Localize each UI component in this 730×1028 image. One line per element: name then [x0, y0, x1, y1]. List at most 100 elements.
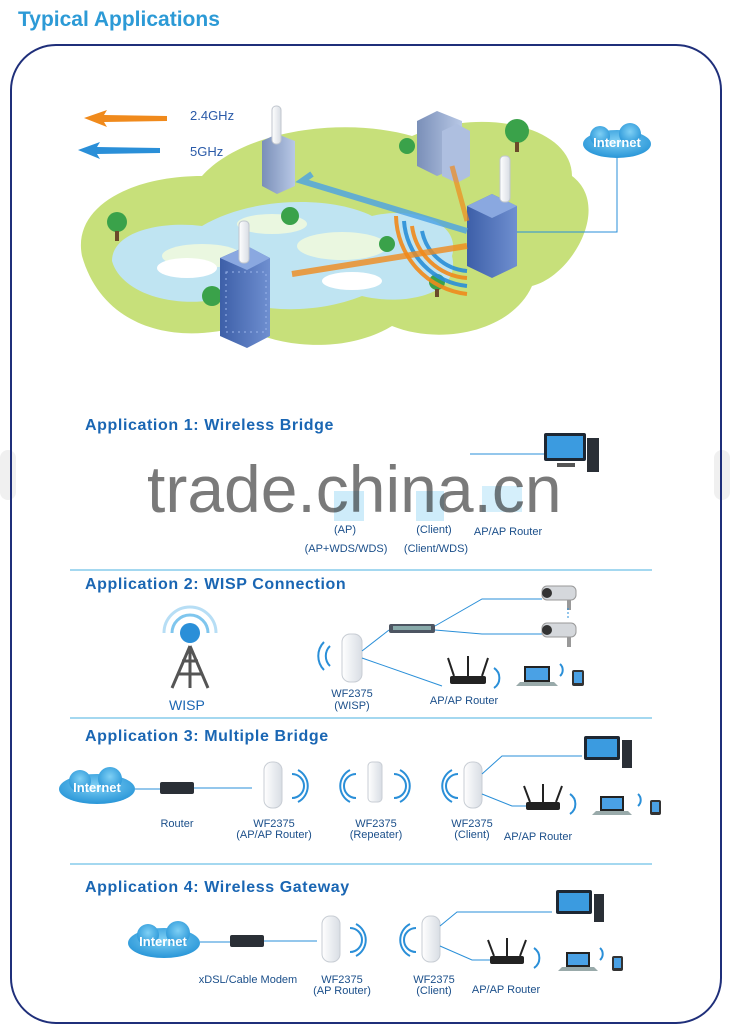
internet-link — [517, 158, 618, 233]
wifi-icon — [569, 793, 577, 815]
app1-client-wds-label: (Client/WDS) — [403, 543, 469, 555]
field — [297, 232, 387, 260]
cpe-device-icon — [238, 220, 250, 264]
wifi-icon — [445, 773, 459, 799]
wifi-icon — [403, 927, 417, 953]
app4-modem-label: xDSL/Cable Modem — [198, 974, 298, 986]
internet-label-top: Internet — [593, 135, 641, 150]
wifi-icon — [533, 947, 541, 969]
wf2375-device-icon — [463, 761, 483, 809]
building-right — [467, 155, 517, 278]
tree-icon — [107, 212, 127, 241]
modem-icon — [230, 935, 264, 947]
app2-device-mode: (WISP) — [334, 700, 370, 712]
building-cluster — [417, 111, 470, 183]
app4-dev2-mode: (Client) — [416, 985, 452, 997]
device-ghost — [334, 491, 364, 521]
building-left — [220, 220, 270, 348]
app1-router-label: AP/AP Router — [473, 526, 543, 538]
cpe-device-icon — [499, 155, 511, 203]
wf2375-device-icon — [341, 633, 363, 683]
tablet-icon — [612, 956, 623, 971]
tree-icon — [281, 207, 299, 225]
app3-dev1-mode: (AP/AP Router) — [236, 829, 312, 841]
network-switch-icon — [389, 624, 435, 633]
app2-diagram — [162, 585, 584, 689]
app3-router-label: Router — [160, 818, 194, 830]
wf2375-device-icon — [367, 761, 383, 803]
signal-waves — [394, 215, 468, 296]
page-title: Typical Applications — [18, 8, 220, 31]
wf2375-device-icon — [421, 915, 441, 963]
internet-cloud-top — [583, 123, 651, 158]
laptop-icon — [592, 796, 632, 815]
desktop-pc-icon — [544, 433, 599, 472]
app1-client-mode: (Client) — [416, 524, 452, 536]
field — [322, 272, 382, 290]
router-ghost — [482, 486, 522, 512]
wisp-tower-icon — [162, 605, 218, 689]
app2-title: Application 2: WISP Connection — [85, 576, 347, 593]
app3-title: Application 3: Multiple Bridge — [85, 728, 329, 745]
diagram-canvas — [59, 105, 661, 971]
field — [157, 258, 217, 278]
app1-ap-wds-label: (AP+WDS/WDS) — [304, 543, 388, 555]
wf2375-device-icon — [263, 761, 283, 809]
app3-dev1-name: WF2375 — [253, 818, 295, 830]
app3-diagram — [59, 736, 661, 815]
tablet-icon — [650, 800, 661, 815]
tablet-icon — [572, 670, 584, 686]
app3-internet-label: Internet — [73, 780, 121, 795]
wifi-icon — [324, 645, 331, 667]
legend-24ghz-label: 2.4GHz — [190, 108, 235, 123]
tree-icon — [505, 119, 529, 152]
legend-5ghz-label: 5GHz — [190, 144, 224, 159]
app4-internet-label: Internet — [139, 934, 187, 949]
building-top — [262, 105, 295, 194]
wireless-router-icon — [447, 656, 489, 684]
wireless-router-icon — [523, 784, 563, 810]
app3-ap-router-label: AP/AP Router — [503, 831, 573, 843]
app3-dev2-mode: (Repeater) — [349, 829, 403, 841]
security-camera-icon — [541, 622, 577, 647]
cpe-device-icon — [271, 105, 282, 145]
internet-cloud — [128, 921, 200, 958]
wisp-label: WISP — [169, 697, 205, 713]
app4-diagram — [128, 890, 623, 971]
app1-ap-mode: (AP) — [334, 524, 356, 536]
legend-arrow-5ghz — [78, 142, 160, 159]
tree-icon — [379, 236, 395, 252]
router-box-icon — [160, 782, 194, 794]
app1-title: Application 1: Wireless Bridge — [85, 417, 335, 434]
wifi-icon — [343, 773, 357, 799]
wf2375-device-icon — [321, 915, 341, 963]
beam-24ghz — [291, 243, 468, 277]
laptop-icon — [516, 666, 558, 686]
tree-icon — [202, 286, 222, 306]
app4-dev1-mode: (AP Router) — [313, 985, 371, 997]
watermark-text: trade.china.cn — [147, 452, 562, 526]
wireless-router-icon — [487, 938, 527, 964]
security-camera-icon — [541, 585, 577, 610]
wifi-icon — [493, 667, 501, 689]
beam-5ghz — [295, 171, 468, 234]
app2-router-label: AP/AP Router — [429, 695, 499, 707]
internet-cloud — [59, 767, 135, 804]
app4-title: Application 4: Wireless Gateway — [85, 879, 350, 896]
legend-arrow-24ghz — [84, 110, 167, 127]
app4-dev2-name: WF2375 — [413, 974, 455, 986]
tree-icon — [399, 138, 415, 154]
app3-dev3-mode: (Client) — [454, 829, 490, 841]
app3-dev3-name: WF2375 — [451, 818, 493, 830]
wifi-icon — [291, 773, 305, 799]
desktop-pc-icon — [556, 890, 604, 922]
app4-dev1-name: WF2375 — [321, 974, 363, 986]
wifi-icon — [349, 927, 363, 953]
left-scroll-tab — [0, 450, 16, 500]
laptop-icon — [558, 952, 598, 971]
right-scroll-tab — [714, 450, 730, 500]
app3-dev2-name: WF2375 — [355, 818, 397, 830]
device-ghost — [416, 491, 444, 521]
city-scene — [80, 105, 651, 348]
content-frame: 2.4GHz 5GHz Internet Application 1: Wire… — [10, 44, 722, 1024]
